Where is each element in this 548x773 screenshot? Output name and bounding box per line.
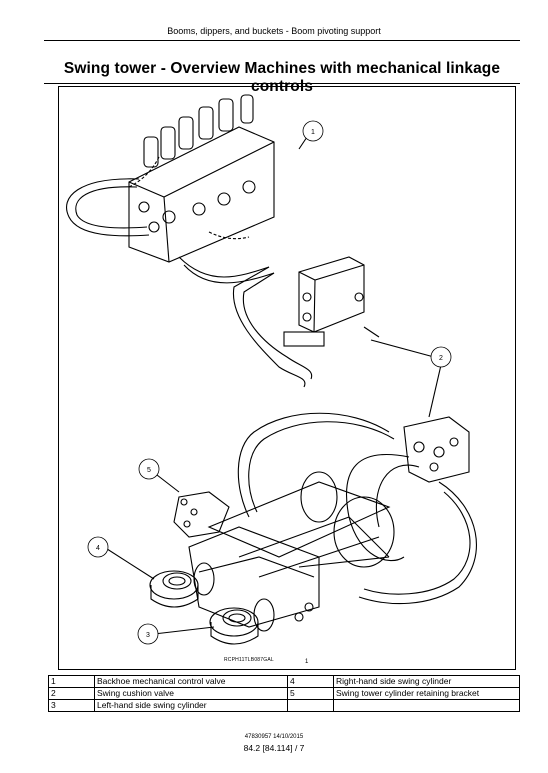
- legend-num: 1: [48, 675, 95, 688]
- title-divider: [44, 83, 520, 84]
- legend-num: [287, 699, 334, 712]
- callout-5: 5: [138, 458, 160, 480]
- legend-text: Swing cushion valve: [94, 687, 288, 700]
- legend-text: [333, 699, 520, 712]
- technical-illustration: 1 2 3 4 5: [58, 86, 516, 670]
- callout-1: 1: [302, 120, 324, 142]
- hoses-lower: [237, 412, 477, 605]
- figure-code: RCPH11TLB087GAL: [224, 657, 274, 663]
- callout-1-leader: [298, 136, 308, 150]
- header-divider: [44, 40, 520, 41]
- callout-4: 4: [87, 536, 109, 558]
- control-valve-drawing: [128, 94, 275, 263]
- legend-text: Swing tower cylinder retaining bracket: [333, 687, 520, 700]
- svg-text:2: 2: [439, 355, 443, 362]
- legend-table: 1 Backhoe mechanical control valve 4 Rig…: [48, 675, 520, 712]
- figure-number: 1: [305, 659, 309, 665]
- svg-text:4: 4: [96, 545, 100, 552]
- callout-3: 3: [137, 623, 159, 645]
- legend-row: 2 Swing cushion valve 5 Swing tower cyli…: [48, 687, 520, 700]
- legend-text: Left-hand side swing cylinder: [94, 699, 288, 712]
- hoses-upper: [66, 178, 313, 388]
- legend-row: 3 Left-hand side swing cylinder: [48, 699, 520, 712]
- retaining-bracket-drawing: [173, 491, 230, 538]
- callout-2: 2: [430, 346, 452, 368]
- legend-num: 2: [48, 687, 95, 700]
- callout-3-leader: [153, 626, 215, 635]
- swing-cushion-valve-drawing: [283, 256, 380, 347]
- page-header: Booms, dippers, and buckets - Boom pivot…: [167, 26, 381, 36]
- swing-tower-body: [188, 526, 320, 628]
- legend-num: 4: [287, 675, 334, 688]
- document-id-date: 47830957 14/10/2015: [244, 734, 304, 740]
- legend-row: 1 Backhoe mechanical control valve 4 Rig…: [48, 675, 520, 688]
- svg-text:3: 3: [146, 632, 150, 639]
- legend-num: 3: [48, 699, 95, 712]
- callout-5-leader: [156, 474, 180, 493]
- left-cylinder-eye: [209, 598, 314, 645]
- callout-4-leader: [103, 546, 155, 580]
- lower-valve-cluster: [403, 416, 470, 483]
- legend-text: Backhoe mechanical control valve: [94, 675, 288, 688]
- legend-text: Right-hand side swing cylinder: [333, 675, 520, 688]
- swing-tower-drawing: 1 2 3 4 5: [66, 94, 477, 645]
- page-number: 84.2 [84.114] / 7: [243, 743, 305, 753]
- right-cylinder-eye: [149, 562, 215, 608]
- callout-2-leader-b: [428, 364, 442, 418]
- svg-text:1: 1: [311, 129, 315, 136]
- svg-text:5: 5: [147, 467, 151, 474]
- callout-2-leader: [370, 339, 435, 358]
- legend-num: 5: [287, 687, 334, 700]
- swing-cylinders: [207, 471, 395, 578]
